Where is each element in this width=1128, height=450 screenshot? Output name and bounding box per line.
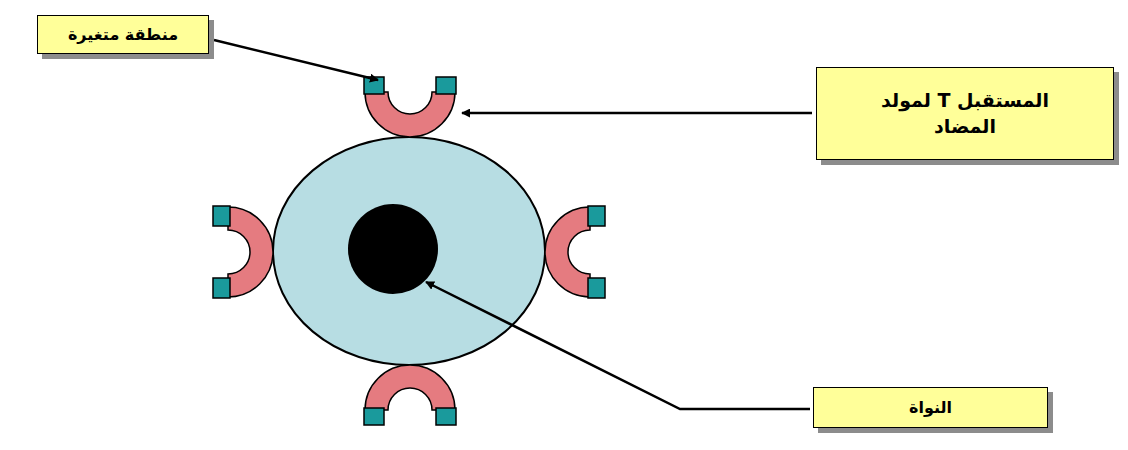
- leader-arrow: [462, 112, 812, 115]
- leader-arrow: [426, 282, 810, 409]
- receptor-symbol: [545, 206, 605, 298]
- leader-arrow: [214, 40, 378, 80]
- label-text: النواة: [909, 397, 952, 419]
- label-box: منطقة متغيرة: [37, 15, 209, 54]
- label-text: المستقبل T لمولد المضاد: [865, 88, 1065, 139]
- receptor-symbol: [364, 365, 456, 425]
- label-box: المستقبل T لمولد المضاد: [816, 67, 1114, 160]
- receptor-symbol: [364, 77, 456, 137]
- label-box: النواة: [813, 387, 1048, 428]
- cell-body: [273, 137, 545, 365]
- receptor-symbol: [213, 206, 273, 298]
- label-text: منطقة متغيرة: [68, 24, 178, 46]
- nucleus: [348, 204, 438, 294]
